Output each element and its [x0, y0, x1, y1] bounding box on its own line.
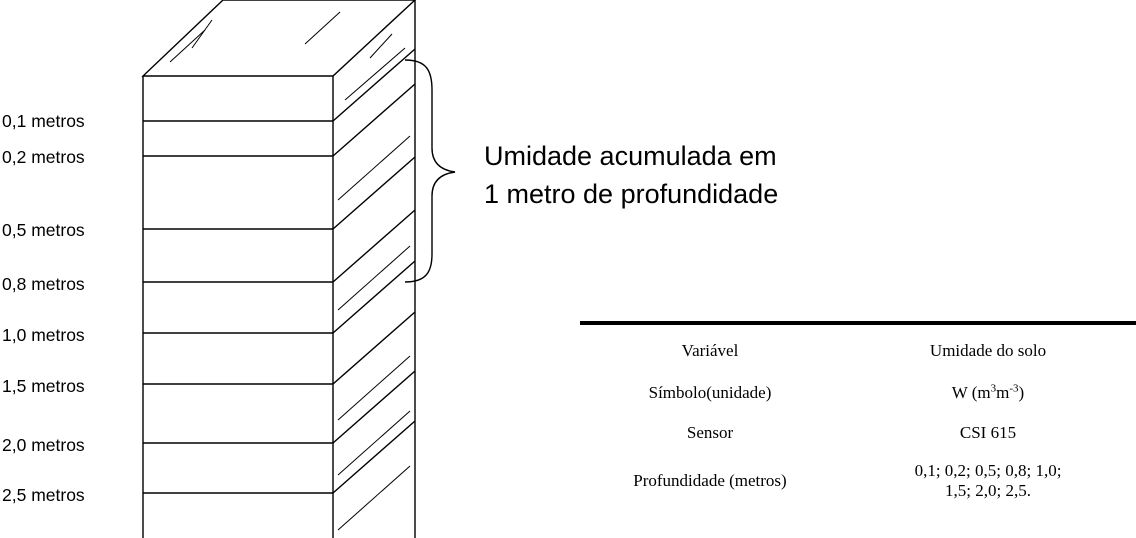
- table-row: Sensor CSI 615: [580, 413, 1136, 453]
- side-stroke: [337, 410, 411, 476]
- depth-side-0-5: [332, 156, 416, 230]
- side-stroke: [337, 245, 411, 311]
- table-row: Símbolo(unidade) W (m3m-3): [580, 373, 1136, 413]
- depth-side-0-2: [332, 83, 416, 157]
- depth-label: 2,5 metros: [2, 485, 85, 505]
- depth-side-0-1: [332, 48, 416, 122]
- side-stroke: [337, 355, 411, 421]
- depth-side-0-8: [332, 209, 416, 283]
- top-face-stroke: [304, 11, 341, 45]
- table-cell-value: W (m3m-3): [840, 373, 1136, 413]
- depth-side-2-0: [332, 370, 416, 444]
- table-cell-label: Variável: [681, 341, 739, 360]
- unit-superscript: 3: [990, 382, 997, 395]
- unit-mid: m: [996, 383, 1010, 402]
- depth-side-2-5: [332, 420, 416, 494]
- top-face-stroke: [369, 33, 393, 59]
- depth-label: 0,1 metros: [2, 111, 85, 131]
- column-top-face: [141, 0, 417, 77]
- depth-label: 0,2 metros: [2, 147, 85, 167]
- depth-list-line-1: 0,1; 0,2; 0,5; 0,8; 1,0;: [914, 461, 1062, 480]
- depth-label: 1,5 metros: [2, 376, 85, 396]
- annotation-line-1: Umidade acumulada em: [484, 141, 777, 171]
- depth-side-1-0: [332, 260, 416, 334]
- depth-label: 0,8 metros: [2, 274, 85, 294]
- table-row: Variável Umidade do solo: [580, 325, 1136, 373]
- curly-brace: [404, 59, 456, 283]
- depth-labels: 0,1 metros 0,2 metros 0,5 metros 0,8 met…: [2, 111, 85, 505]
- top-face-stroke: [169, 29, 206, 63]
- unit-superscript: -3: [1009, 382, 1019, 395]
- depth-side-1-5: [332, 311, 416, 385]
- depth-list-line-2: 1,5; 2,0; 2,5.: [945, 481, 1031, 500]
- sensor-info-table: Variável Umidade do solo Símbolo(unidade…: [580, 321, 1136, 509]
- table-cell-value: Umidade do solo: [929, 341, 1047, 360]
- annotation-line-2: 1 metro de profundidade: [484, 179, 778, 209]
- depth-layers: [143, 47, 416, 531]
- table-cell-label: Sensor: [686, 423, 734, 442]
- depth-label: 0,5 metros: [2, 220, 85, 240]
- side-stroke: [337, 465, 411, 531]
- table-cell-value: 0,1; 0,2; 0,5; 0,8; 1,0;1,5; 2,0; 2,5.: [840, 453, 1136, 509]
- unit-prefix: W (m: [951, 383, 991, 402]
- table-cell-label: Profundidade (metros): [633, 471, 787, 490]
- unit-suffix: ): [1018, 383, 1025, 402]
- side-stroke: [337, 135, 411, 201]
- depth-label: 1,0 metros: [2, 325, 85, 345]
- table-cell-value: CSI 615: [959, 423, 1017, 442]
- table-cell-label: Símbolo(unidade): [648, 383, 772, 402]
- side-stroke: [344, 47, 406, 101]
- depth-label: 2,0 metros: [2, 435, 85, 455]
- table-row: Profundidade (metros) 0,1; 0,2; 0,5; 0,8…: [580, 453, 1136, 509]
- soil-column: [141, 0, 417, 538]
- top-face-stroke: [191, 19, 213, 49]
